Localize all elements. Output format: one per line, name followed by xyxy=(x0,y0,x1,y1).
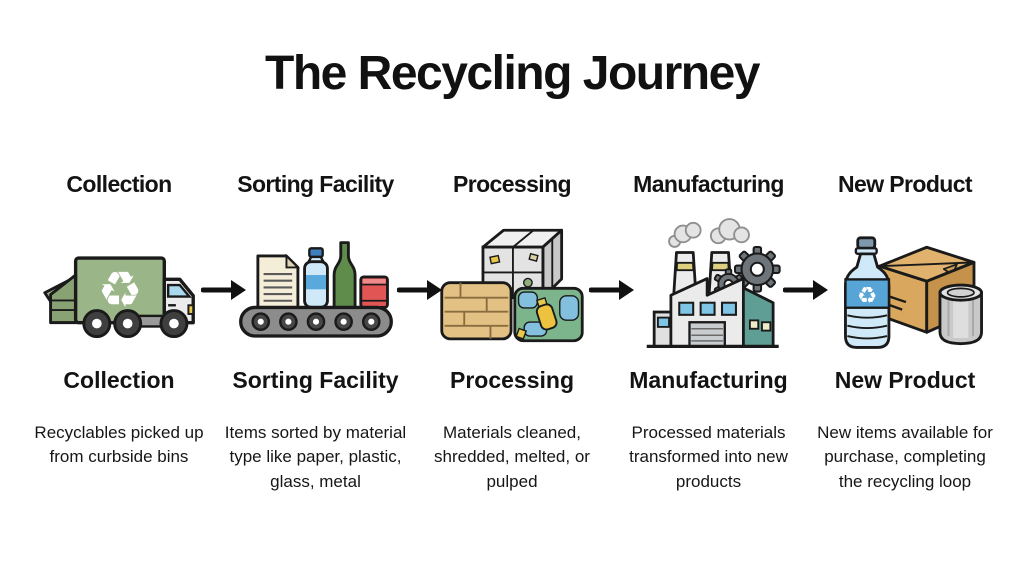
factory-icon xyxy=(630,211,788,361)
stage-description: Recyclables picked up from curbside bins xyxy=(34,422,204,467)
page-title: The Recycling Journey xyxy=(265,47,761,100)
stage-top-label: Processing xyxy=(453,170,572,197)
right-arrow-icon xyxy=(783,279,828,300)
stage-new-product: New Product xyxy=(810,171,1000,495)
right-arrow-icon xyxy=(589,279,634,300)
stage-processing: Processing xyxy=(417,171,607,495)
right-arrow-icon xyxy=(201,279,246,300)
stage-bottom-label: Processing xyxy=(450,366,574,393)
stage-top-label: Manufacturing xyxy=(633,170,784,197)
stage-bottom-label: Sorting Facility xyxy=(232,366,399,393)
stage-bottom-label: Manufacturing xyxy=(629,366,788,393)
stage-bottom-label: Collection xyxy=(63,366,175,393)
conveyor-belt-icon xyxy=(235,211,397,361)
stage-description: New items available for purchase, comple… xyxy=(817,422,993,492)
stages-row: Collection ♻ xyxy=(0,171,1024,495)
stage-sorting-facility: Sorting Facility xyxy=(221,171,411,495)
stage-description: Items sorted by material type like paper… xyxy=(224,422,407,492)
right-arrow-icon xyxy=(397,279,442,300)
garbage-truck-icon: ♻ xyxy=(39,211,199,361)
stage-bottom-label: New Product xyxy=(834,366,976,393)
stage-top-label: Collection xyxy=(66,170,172,197)
stage-top-label: Sorting Facility xyxy=(237,170,394,197)
svg-text:♻: ♻ xyxy=(857,283,877,309)
stage-description: Materials cleaned, shredded, melted, or … xyxy=(434,422,590,492)
new-products-icon: ♻ xyxy=(819,211,991,361)
stage-top-label: New Product xyxy=(838,170,973,197)
stage-description: Processed materials transformed into new… xyxy=(629,422,788,492)
material-bales-icon xyxy=(436,211,588,361)
stage-manufacturing: Manufacturing xyxy=(614,171,804,495)
svg-text:♻: ♻ xyxy=(97,260,142,319)
stage-collection: Collection ♻ xyxy=(24,171,214,495)
